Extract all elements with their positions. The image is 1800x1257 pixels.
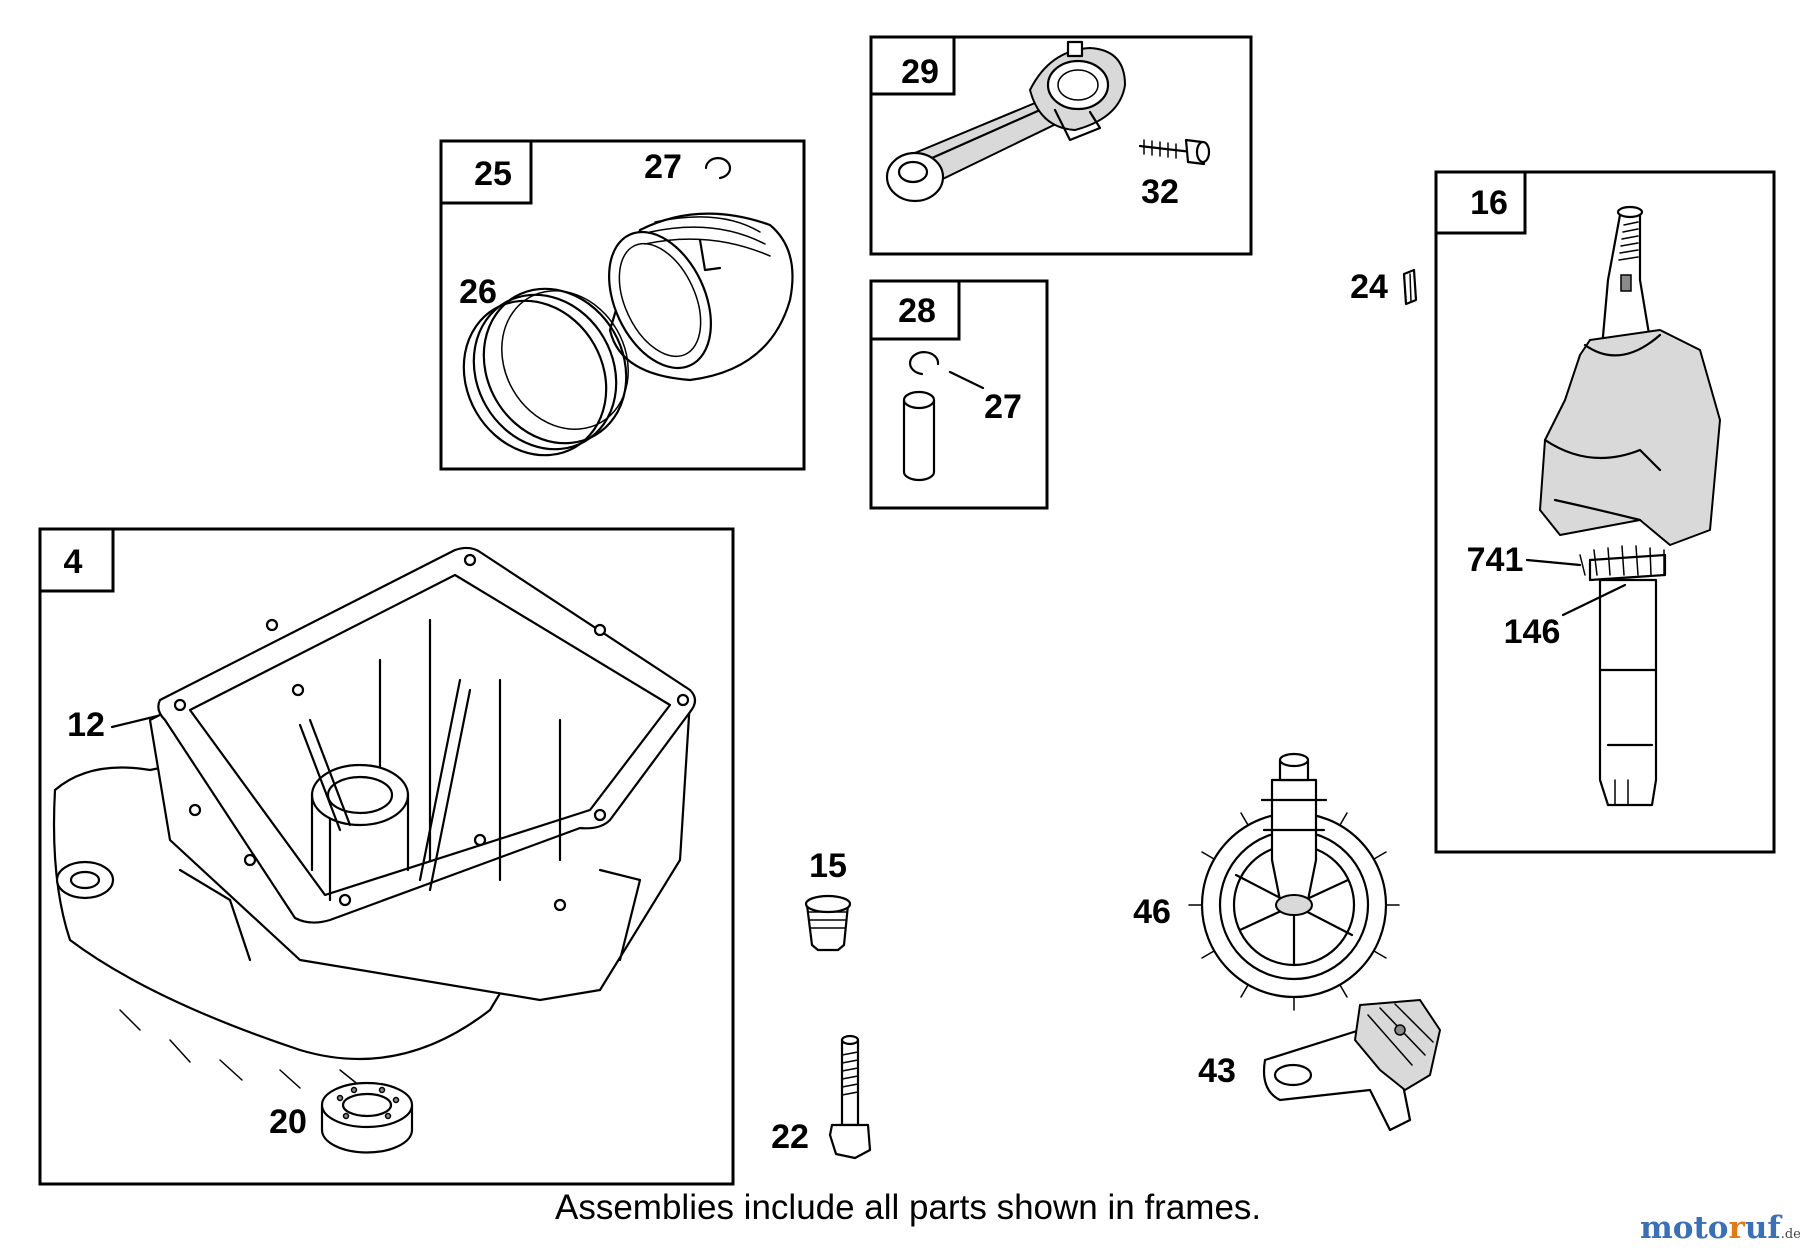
label-26: 26 [459,273,497,311]
watermark-tld: .de [1780,1227,1800,1242]
frame-25: 25 [439,139,806,471]
piston-part [608,212,794,382]
watermark-part-2: r [1728,1210,1745,1246]
governor-43-part [1262,999,1441,1132]
label-741: 741 [1467,541,1524,579]
label-27-pin: 27 [984,388,1022,426]
crankshaft-part [1539,205,1721,807]
frame-29: 29 [869,35,1253,256]
pin-clip-part [909,351,985,390]
label-27-piston: 27 [644,148,682,186]
label-46: 46 [1133,893,1171,931]
frame-4-number: 4 [64,543,83,581]
frame-16-number: 16 [1470,184,1508,222]
watermark-logo: motoruf.de [1640,1210,1800,1246]
bolt-22-part [828,1034,872,1160]
frame-28: 28 [869,279,1049,510]
footnote-text: Assemblies include all parts shown in fr… [555,1188,1262,1227]
watermark-part-3: uf [1744,1210,1781,1246]
label-43: 43 [1198,1052,1236,1090]
frame-25-number: 25 [474,155,512,193]
frame-4: 4 [38,527,735,1186]
piston-clip-part [704,157,732,180]
leader-146 [1561,583,1627,617]
connecting-rod-part [885,40,1126,203]
label-20: 20 [269,1103,307,1141]
label-32: 32 [1141,173,1179,211]
frame-16: 16 [1434,170,1776,854]
camshaft-gear-46-part [1188,752,1400,1011]
piston-rings-part [462,287,629,457]
piston-pin-part [902,390,936,482]
label-15: 15 [809,847,847,885]
frame-28-number: 28 [898,292,936,330]
label-22: 22 [771,1118,809,1156]
label-146: 146 [1504,613,1561,651]
crankcase-sump-part [52,546,697,1089]
frame-29-number: 29 [901,53,939,91]
oil-seal-20-part [320,1081,414,1154]
watermark-part-1: moto [1640,1210,1729,1246]
key-24-part [1402,268,1418,306]
leader-741 [1525,558,1582,567]
label-12: 12 [67,706,105,744]
label-24: 24 [1350,268,1388,306]
bolt-32-part [1138,138,1211,166]
drain-plug-15-part [804,894,852,952]
